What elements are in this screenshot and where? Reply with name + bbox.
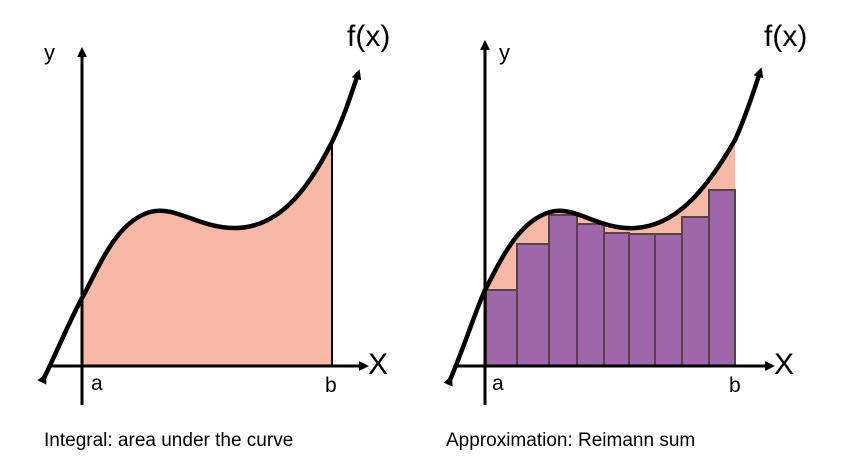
riemann-rectangles bbox=[485, 189, 736, 367]
upper-bound-label: b bbox=[729, 374, 741, 397]
riemann-rectangle bbox=[548, 214, 578, 367]
riemann-rectangle bbox=[681, 216, 710, 367]
function-curve bbox=[443, 67, 764, 387]
y-axis-label: y bbox=[499, 40, 510, 65]
function-label: f(x) bbox=[347, 20, 390, 53]
function-curve bbox=[37, 69, 362, 385]
riemann-rectangle bbox=[485, 289, 518, 367]
riemann-rectangle bbox=[654, 233, 683, 367]
x-axis-label: X bbox=[774, 348, 794, 381]
function-label: f(x) bbox=[764, 20, 807, 53]
panel-riemann-sum: y f(x) X a b Approximation: Reimann sum bbox=[443, 20, 807, 451]
panel-integral: y f(x) X a b Integral: area under the cu… bbox=[37, 20, 390, 451]
riemann-rectangle bbox=[576, 223, 605, 367]
upper-bound-label: b bbox=[325, 374, 337, 397]
area-under-curve bbox=[82, 142, 332, 366]
riemann-rectangle bbox=[628, 233, 656, 367]
riemann-rectangle bbox=[603, 232, 630, 367]
riemann-rectangle bbox=[516, 243, 550, 367]
y-axis-label: y bbox=[44, 40, 55, 65]
caption: Approximation: Reimann sum bbox=[446, 430, 695, 451]
riemann-rectangle bbox=[708, 189, 736, 367]
lower-bound-label: a bbox=[492, 372, 504, 395]
x-axis-label: X bbox=[368, 348, 388, 381]
lower-bound-label: a bbox=[91, 372, 103, 395]
caption: Integral: area under the curve bbox=[44, 430, 293, 451]
